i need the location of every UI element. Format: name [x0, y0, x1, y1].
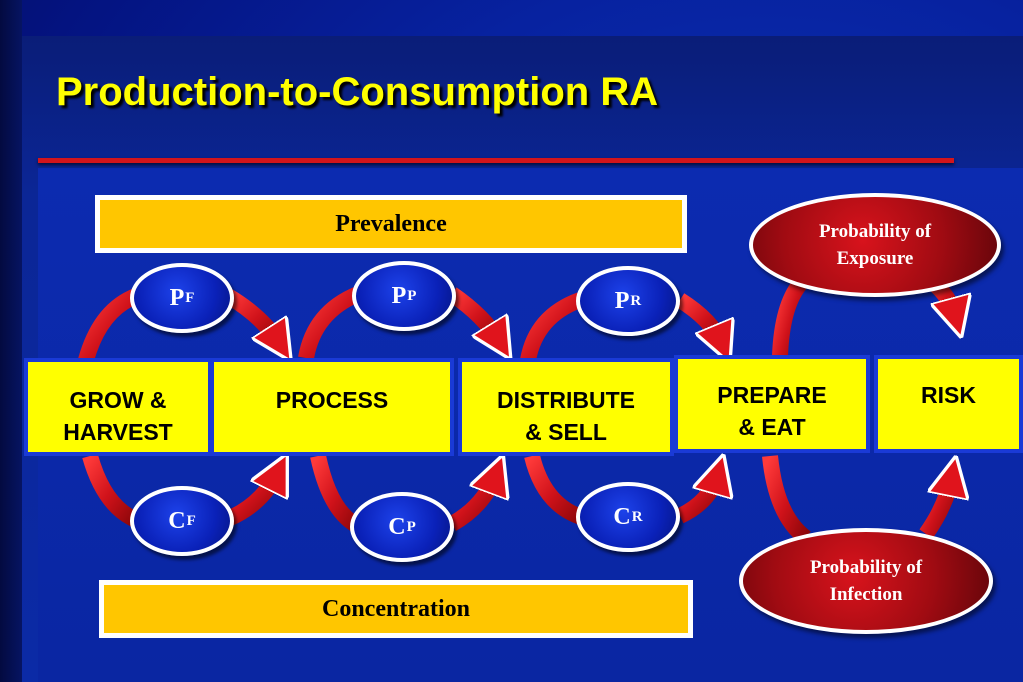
stage-label-line1: PREPARE — [717, 382, 827, 408]
stage-distribute-sell: DISTRIBUTE & SELL — [458, 358, 674, 456]
stage-label-line1: RISK — [921, 382, 976, 408]
arrow-cf-in — [82, 453, 140, 528]
node-symbol: P — [169, 284, 185, 311]
node-subscript: P — [407, 287, 417, 304]
left-shadow — [0, 0, 22, 682]
stage-label-line1: PROCESS — [275, 387, 389, 413]
node-symbol: C — [168, 507, 186, 534]
probability-infection-oval: Probability of Infection — [739, 528, 993, 634]
stage-risk: RISK — [874, 355, 1023, 453]
oval-line1: Probability of — [809, 557, 923, 578]
arrow-cf-out — [226, 472, 278, 526]
title-underline — [38, 158, 954, 163]
oval-line1: Probability of — [818, 221, 932, 242]
arrow-pf-in — [78, 288, 140, 363]
prevalence-bar: Prevalence — [95, 195, 687, 253]
concentration-label: Concentration — [322, 596, 470, 622]
node-subscript: R — [630, 292, 642, 309]
arrow-pf-out — [223, 289, 280, 344]
arrow-exposure-in — [772, 278, 807, 357]
stage-process: PROCESS — [210, 358, 454, 456]
arrow-pp-in — [298, 286, 362, 360]
concentration-bar: Concentration — [99, 580, 693, 638]
node-symbol: C — [388, 513, 406, 540]
stage-grow-harvest: GROW & HARVEST — [24, 358, 212, 456]
stage-prepare-eat: PREPARE & EAT — [674, 355, 870, 453]
node-symbol: P — [391, 282, 407, 309]
node-symbol: C — [613, 503, 631, 530]
slide-title: Production-to-Consumption RA — [56, 70, 659, 114]
prevalence-label: Prevalence — [335, 211, 447, 237]
node-subscript: R — [631, 508, 643, 525]
probability-exposure-oval: Probability of Exposure — [749, 193, 1001, 297]
oval-line2: Exposure — [836, 248, 914, 269]
arrow-infection-in — [762, 455, 812, 545]
stage-label-line2: & EAT — [738, 414, 806, 440]
arrow-pr-out — [675, 293, 722, 344]
arrow-cr-out — [676, 474, 718, 524]
arrow-pp-out — [447, 287, 500, 342]
node-subscript: F — [185, 289, 195, 306]
stage-label-line2: & SELL — [525, 419, 607, 445]
arrow-infection-out — [919, 476, 952, 539]
stage-label-line2: HARVEST — [63, 419, 173, 445]
oval-line2: Infection — [829, 584, 903, 605]
node-subscript: F — [186, 512, 196, 529]
stage-label-line1: DISTRIBUTE — [497, 387, 635, 413]
arrow-pr-in — [520, 292, 583, 362]
arrow-cp-out — [447, 474, 496, 531]
node-subscript: P — [406, 518, 416, 535]
stage-label-line1: GROW & — [69, 387, 167, 413]
node-symbol: P — [614, 287, 630, 314]
